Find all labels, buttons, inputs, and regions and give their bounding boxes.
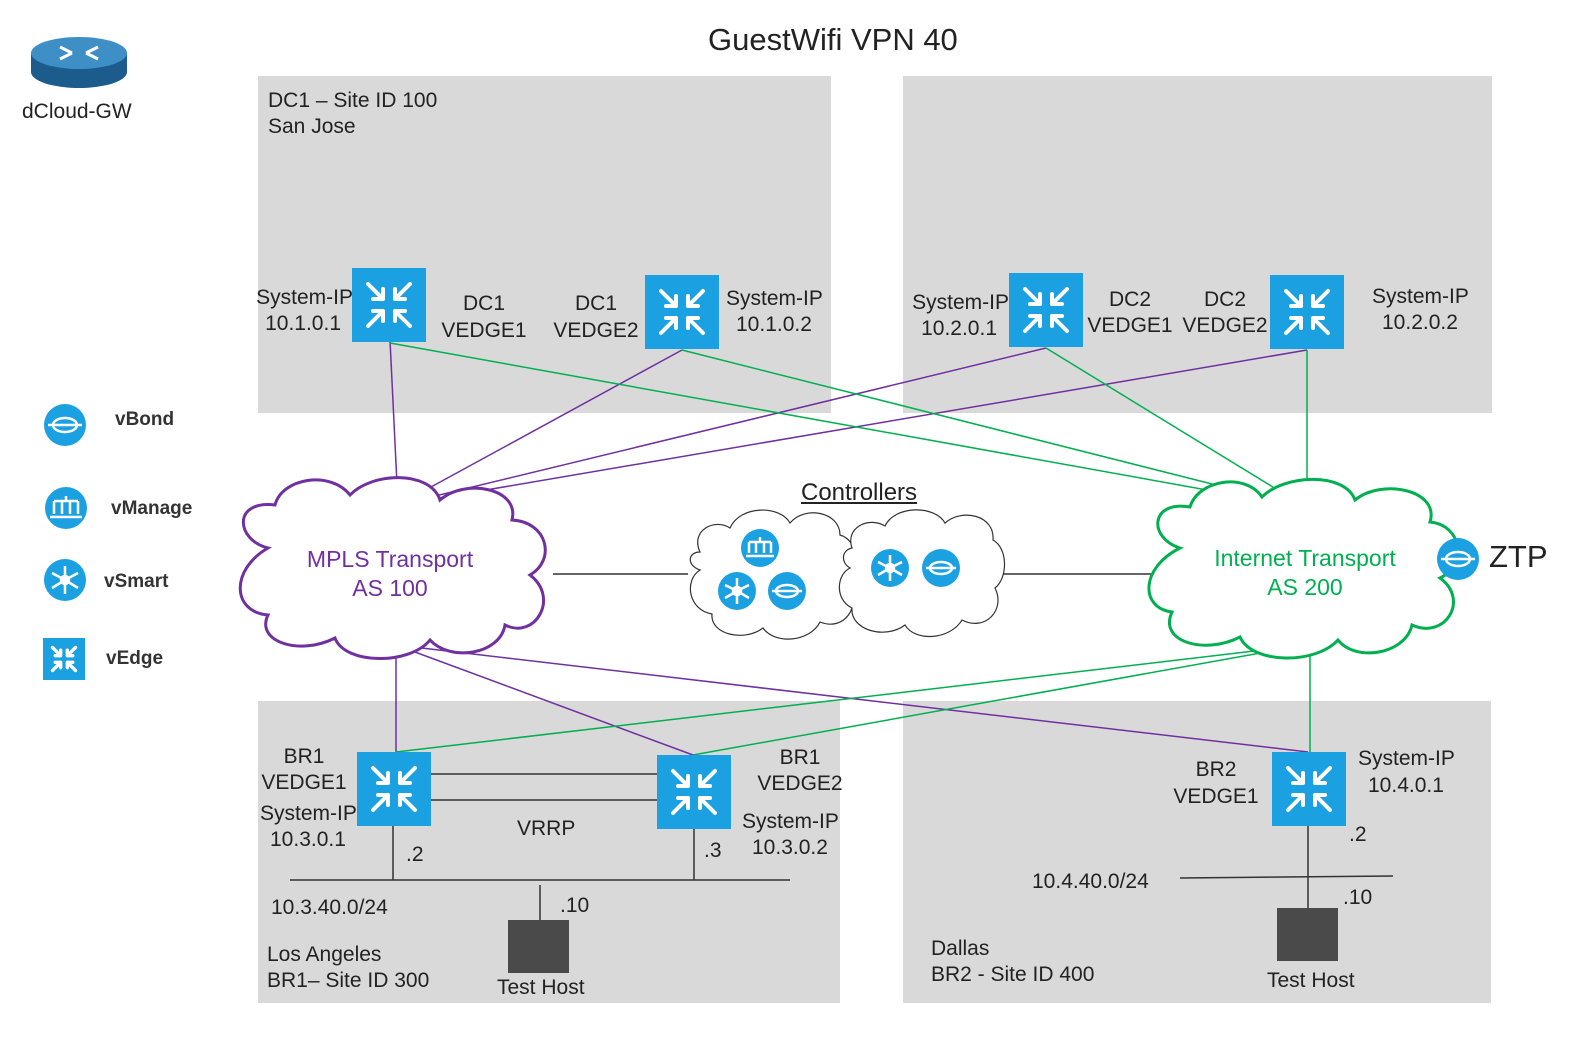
br1-vedge2-system-ip-label: System-IP [742, 810, 839, 833]
br2-vedge1-system-ip-label: System-IP [1358, 747, 1455, 770]
controller-cloud-left [689, 509, 857, 640]
site-dc1-location: San Jose [268, 115, 356, 138]
dc2-vedge1-system-ip: 10.2.0.1 [921, 317, 997, 340]
dc1-vedge1-name-2: VEDGE1 [441, 319, 527, 342]
dc1-vedge1-system-ip: 10.1.0.1 [265, 312, 341, 335]
controller-vmanage-icon [741, 529, 779, 567]
site-br2-label: BR2 - Site ID 400 [931, 963, 1095, 986]
controller-vsmart-icon [718, 572, 756, 610]
dc1-vedge1-name-1: DC1 [462, 292, 505, 315]
br2-subnet-label: 10.4.40.0/24 [1032, 870, 1149, 893]
br1-vedge2-icon [657, 755, 731, 829]
br1-vedge2-lan-address: .3 [704, 839, 722, 862]
br2-host-label: Test Host [1267, 969, 1355, 992]
controller-vbond-icon-2 [922, 549, 960, 587]
site-dc2 [903, 76, 1492, 413]
ztp-label: ZTP [1489, 539, 1548, 574]
br2-vedge1-icon [1272, 752, 1346, 826]
dcloud-gw-router-icon [31, 37, 127, 88]
br1-test-host [508, 920, 569, 973]
controller-cloud-right [838, 509, 1006, 638]
br2-vedge1-name-2: VEDGE1 [1173, 785, 1259, 808]
site-br2-location: Dallas [931, 937, 990, 960]
legend-vedge-label: vEdge [106, 648, 164, 669]
br1-vedge1-name-1: BR1 [283, 745, 325, 768]
dc2-vedge2-name-1: DC2 [1203, 288, 1246, 311]
controller-vsmart-icon-2 [871, 549, 909, 587]
controllers-label: Controllers [801, 479, 918, 506]
dc1-vedge1-system-ip-label: System-IP [256, 286, 353, 309]
ztp-vbond-icon [1437, 538, 1479, 580]
dc1-vedge2-name-1: DC1 [574, 292, 617, 315]
br1-vedge2-system-ip: 10.3.0.2 [752, 836, 828, 859]
mpls-cloud [238, 476, 547, 660]
br1-vedge1-lan-address: .2 [406, 843, 424, 866]
controller-vbond-icon [768, 572, 806, 610]
dc1-vedge2-system-ip-label: System-IP [726, 287, 823, 310]
site-br1-location: Los Angeles [267, 943, 382, 966]
mpls-transport-label: MPLS Transport [306, 546, 474, 572]
dc2-vedge1-system-ip-label: System-IP [912, 291, 1009, 314]
br1-vedge1-system-ip-label: System-IP [260, 802, 357, 825]
internet-transport-as: AS 200 [1267, 574, 1343, 600]
internet-cloud [1147, 477, 1460, 660]
dc2-vedge1-icon [1009, 273, 1083, 347]
dc1-vedge2-system-ip: 10.1.0.2 [736, 313, 812, 336]
dcloud-gw-label: dCloud-GW [22, 100, 132, 123]
br2-test-host [1277, 908, 1338, 961]
br2-vedge1-lan-address: .2 [1349, 823, 1367, 846]
br1-vedge2-name-1: BR1 [779, 746, 821, 769]
site-br1-label: BR1– Site ID 300 [267, 969, 430, 992]
legend-vedge-icon [43, 638, 85, 680]
internet-transport-label: Internet Transport [1214, 545, 1396, 571]
site-dc1-label: DC1 – Site ID 100 [268, 89, 438, 112]
br1-host-address: .10 [560, 894, 590, 917]
dc2-vedge2-icon [1270, 275, 1344, 349]
legend-vmanage-icon [45, 487, 87, 529]
dc1-vedge1-icon [352, 268, 426, 342]
dc2-vedge2-system-ip-label: System-IP [1372, 285, 1469, 308]
br1-subnet-label: 10.3.40.0/24 [271, 896, 388, 919]
mpls-transport-as: AS 100 [352, 575, 428, 601]
br1-host-label: Test Host [497, 976, 585, 999]
br2-vedge1-name-1: BR2 [1195, 758, 1237, 781]
br2-vedge1-system-ip: 10.4.0.1 [1368, 774, 1444, 797]
br1-vedge1-system-ip: 10.3.0.1 [270, 828, 346, 851]
legend-vbond-label: vBond [115, 409, 175, 430]
br2-host-address: .10 [1343, 886, 1373, 909]
dc2-vedge2-name-2: VEDGE2 [1182, 314, 1268, 337]
legend-vsmart-label: vSmart [104, 571, 169, 592]
dc2-vedge1-name-1: DC2 [1108, 288, 1151, 311]
dc1-vedge2-name-2: VEDGE2 [553, 319, 639, 342]
legend-vmanage-label: vManage [111, 498, 193, 519]
site-br2 [903, 701, 1491, 1003]
br1-lan [290, 773, 790, 920]
vrrp-label: VRRP [517, 817, 576, 840]
br1-vedge1-name-2: VEDGE1 [261, 771, 347, 794]
dc1-vedge2-icon [645, 275, 719, 349]
br2-lan [1179, 826, 1394, 908]
dc2-vedge1-name-2: VEDGE1 [1087, 314, 1173, 337]
legend-vsmart-icon [44, 559, 86, 601]
legend-vbond-icon [44, 404, 86, 446]
diagram-title: GuestWifi VPN 40 [708, 22, 958, 57]
br1-vedge2-name-2: VEDGE2 [757, 772, 843, 795]
site-dc1 [258, 76, 831, 413]
br1-vedge1-icon [357, 752, 431, 826]
dc2-vedge2-system-ip: 10.2.0.2 [1382, 311, 1458, 334]
